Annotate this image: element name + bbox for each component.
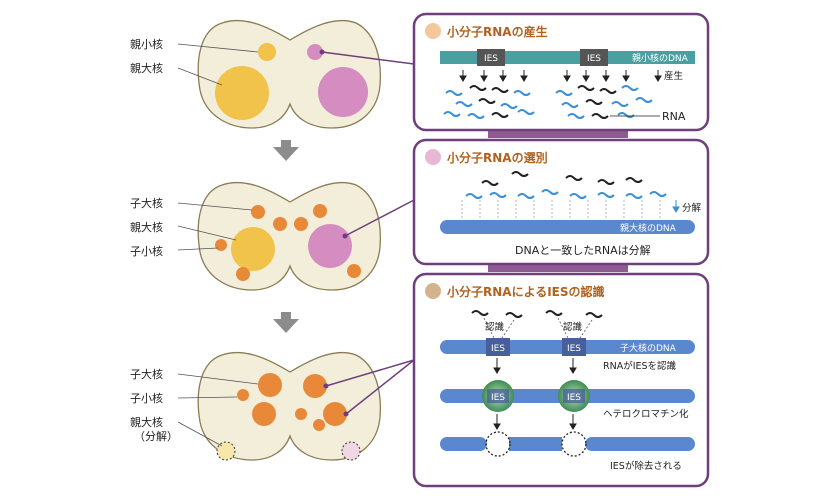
produce-label: 産生 xyxy=(664,70,684,82)
down-arrow-icon xyxy=(569,358,577,374)
rna-waves-selected xyxy=(465,171,667,199)
step-dot xyxy=(425,283,441,299)
label-parent-macronucleus: 親大核 xyxy=(130,220,163,234)
label-degraded: （分解） xyxy=(134,429,178,443)
excised-ies xyxy=(561,431,587,457)
panel-rna-production: 小分子RNAの産生 IES IES 親小核のDNA 産生 xyxy=(412,12,710,132)
new-nucleus xyxy=(251,205,265,219)
new-nucleus xyxy=(215,239,227,251)
label-child-micronucleus: 子小核 xyxy=(130,244,163,258)
dna-label: 子大核のDNA xyxy=(620,342,677,354)
ies-label: IES xyxy=(484,54,498,64)
ies-block xyxy=(562,338,586,356)
ies-label: IES xyxy=(491,344,505,354)
degraded-nucleus xyxy=(216,441,236,461)
arrows-production xyxy=(459,70,662,82)
panel2-caption: DNAと一致したRNAは分解 xyxy=(515,243,651,257)
ies-label: IES xyxy=(567,344,581,354)
dna-segment xyxy=(509,437,562,451)
cell-developing: 子大核 親大核 子小核 xyxy=(130,181,382,291)
cell-body xyxy=(197,351,382,461)
rna-waves-recognizing xyxy=(471,310,603,318)
label-child-macronucleus: 子大核 xyxy=(130,367,163,381)
recognize-label: 認識 xyxy=(485,321,505,333)
step3-label: IESが除去される xyxy=(610,460,682,472)
pairing-lines xyxy=(461,200,661,218)
new-nucleus xyxy=(313,204,327,218)
new-macronucleus xyxy=(258,373,282,397)
rna-waves xyxy=(443,85,653,119)
connector-line xyxy=(321,51,415,65)
new-nucleus xyxy=(273,217,287,231)
dna-bar xyxy=(440,220,695,234)
ies-block xyxy=(580,49,608,66)
panel-rna-selection: 小分子RNAの選別 xyxy=(412,138,710,266)
label-parent-micronucleus: 親小核 xyxy=(130,37,163,51)
step2-label: ヘテロクロマチン化 xyxy=(603,408,689,420)
degrade-arrow-icon xyxy=(672,200,680,213)
macronucleus-yellow xyxy=(215,66,269,120)
new-micronucleus xyxy=(237,389,249,401)
down-arrow-icon xyxy=(273,312,299,333)
dna-segment xyxy=(585,437,695,451)
dna-segment xyxy=(440,437,487,451)
macronucleus-pink xyxy=(308,224,352,268)
new-nucleus xyxy=(236,267,250,281)
label-child-macronucleus: 子大核 xyxy=(130,196,163,210)
macronucleus-pink xyxy=(318,67,368,117)
down-arrow-icon xyxy=(273,140,299,161)
down-arrow-icon xyxy=(569,414,577,430)
step-dot xyxy=(425,149,441,165)
panel-ies-recognition: 小分子RNAによるIESの認識 認識 認識 IES IES 子大核のDNA RN… xyxy=(412,272,710,488)
ies-label: IES xyxy=(587,54,601,64)
new-macronucleus xyxy=(252,402,276,426)
new-nucleus xyxy=(347,264,361,278)
panel1-title: 小分子RNAの産生 xyxy=(447,24,548,39)
panel-link xyxy=(488,128,628,138)
ies-label: IES xyxy=(567,393,581,403)
new-micronucleus xyxy=(295,408,307,420)
rna-label: RNA xyxy=(662,110,686,123)
micronucleus-pink xyxy=(307,44,323,60)
excised-ies xyxy=(485,431,511,457)
down-arrow-icon xyxy=(493,414,501,430)
step1-label: RNAがIESを認識 xyxy=(603,360,677,372)
label-parent-macronucleus: 親大核 xyxy=(130,61,163,75)
new-macronucleus xyxy=(323,402,347,426)
cell-parent: 親小核 親大核 xyxy=(130,19,382,129)
macronucleus-yellow xyxy=(231,227,275,271)
down-arrow-icon xyxy=(493,358,501,374)
dna-label: 親大核のDNA xyxy=(620,222,677,234)
panel-link xyxy=(488,262,628,272)
ies-block xyxy=(486,338,510,356)
recognize-label: 認識 xyxy=(563,321,583,333)
degraded-nucleus xyxy=(341,441,361,461)
cell-progeny: 子大核 子小核 親大核 （分解） xyxy=(130,351,382,461)
connector-line xyxy=(325,359,415,387)
step-dot xyxy=(425,23,441,39)
panel2-title: 小分子RNAの選別 xyxy=(447,150,548,165)
ies-label: IES xyxy=(491,393,505,403)
ies-block xyxy=(477,49,505,66)
label-parent-macronucleus: 親大核 xyxy=(130,415,163,429)
new-nucleus xyxy=(294,217,308,231)
connector-line xyxy=(345,359,415,415)
micronucleus xyxy=(258,43,276,61)
connector-line xyxy=(344,199,415,237)
new-macronucleus xyxy=(303,374,327,398)
new-micronucleus xyxy=(313,419,325,431)
dna-label: 親小核のDNA xyxy=(632,52,689,64)
degrade-label: 分解 xyxy=(682,202,702,214)
panel3-title: 小分子RNAによるIESの認識 xyxy=(447,284,605,299)
label-child-micronucleus: 子小核 xyxy=(130,391,163,405)
